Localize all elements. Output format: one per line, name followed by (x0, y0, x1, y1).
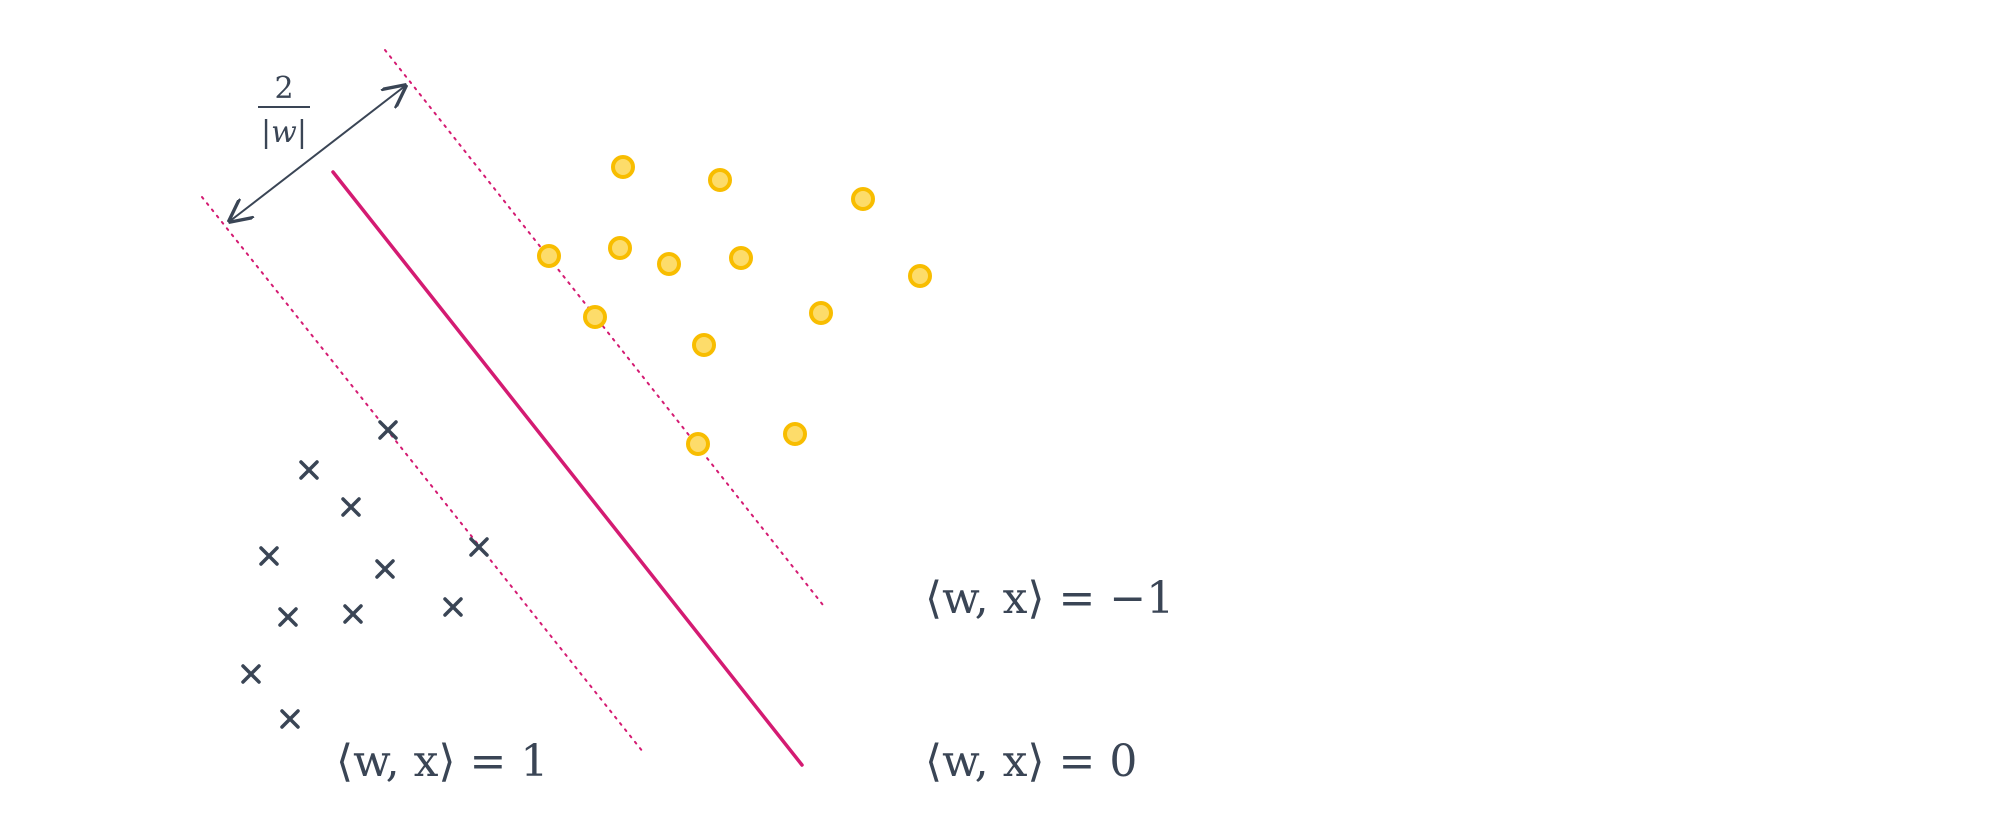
equation-one: ⟨w, x⟩ = 1 (336, 736, 548, 787)
cross-marker-icon (278, 607, 298, 627)
circle-marker-icon (583, 305, 607, 329)
margin-fraction-label: 2 |w| (258, 71, 310, 150)
upper-margin-line (384, 49, 824, 606)
cross-marker-icon (469, 537, 489, 557)
circle-marker-icon (692, 333, 716, 357)
margin-width-arrow (230, 86, 405, 221)
negative-class-points (241, 420, 489, 729)
equation-zero: ⟨w, x⟩ = 0 (925, 736, 1137, 787)
circle-marker-icon (657, 252, 681, 276)
cross-marker-icon (241, 664, 261, 684)
cross-marker-icon (259, 546, 279, 566)
lower-margin-line (201, 196, 644, 753)
cross-marker-icon (375, 559, 395, 579)
cross-marker-icon (299, 460, 319, 480)
cross-marker-icon (343, 604, 363, 624)
cross-marker-icon (280, 709, 300, 729)
circle-marker-icon (908, 264, 932, 288)
equation-minus-one: ⟨w, x⟩ = −1 (925, 573, 1174, 624)
circle-marker-icon (611, 155, 635, 179)
margin-numerator: 2 (274, 71, 293, 106)
circle-marker-icon (729, 246, 753, 270)
circle-marker-icon (783, 422, 807, 446)
positive-class-points (537, 155, 932, 456)
circle-marker-icon (708, 168, 732, 192)
decision-hyperplane (331, 170, 804, 767)
cross-marker-icon (443, 597, 463, 617)
circle-marker-icon (608, 236, 632, 260)
margin-denominator: |w| (261, 115, 307, 150)
cross-marker-icon (378, 420, 398, 440)
circle-marker-icon (686, 432, 710, 456)
circle-marker-icon (851, 187, 875, 211)
circle-marker-icon (537, 244, 561, 268)
circle-marker-icon (809, 301, 833, 325)
cross-marker-icon (341, 497, 361, 517)
